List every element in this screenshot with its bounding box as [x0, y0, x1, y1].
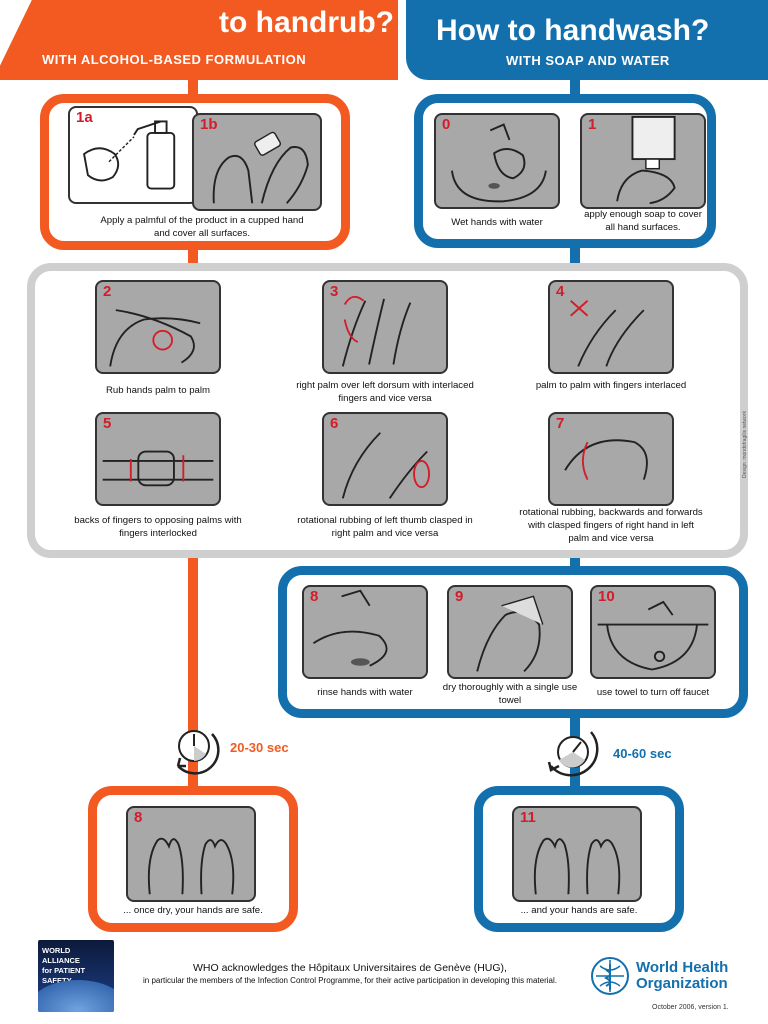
step-7-panel: 7 — [548, 412, 674, 506]
step-6-panel: 6 — [322, 412, 448, 506]
hand-rubbing-icon — [564, 439, 648, 481]
acknowledgement-line1: WHO acknowledges the Hôpitaux Universita… — [193, 962, 507, 974]
design-credit: Design: mondofragilis network — [742, 411, 748, 478]
step-3-panel: 3 — [322, 280, 448, 374]
hand-rubbing-icon — [341, 432, 430, 499]
handwash-timer-icon — [547, 731, 599, 777]
cupped-hands-icon — [212, 131, 309, 204]
step-10-caption: use towel to turn off faucet — [596, 687, 710, 698]
step-number: 8 — [310, 588, 319, 605]
step-7-caption: rotational rubbing, backwards and forwar… — [519, 507, 703, 544]
step-4-panel: 4 — [548, 280, 674, 374]
step-8-panel: 8 — [302, 585, 428, 679]
step-number: 9 — [455, 588, 464, 605]
handwash-banner — [406, 0, 768, 80]
dispenser-hand-icon — [83, 120, 176, 190]
step-1b-panel: 1b — [192, 113, 322, 211]
step-number: 7 — [556, 415, 565, 432]
handrub-title: to handrub? — [219, 6, 394, 39]
patient-safety-logo: WORLD ALLIANCE for PATIENT SAFETY — [38, 940, 114, 1012]
rinse-dry-icon — [476, 595, 544, 673]
handrub-step1-caption: Apply a palmful of the product in a cupp… — [100, 215, 304, 239]
version-date: October 2006, version 1. — [652, 1004, 729, 1011]
handwash-step0-caption: Wet hands with water — [451, 217, 543, 228]
step-number: 6 — [330, 415, 339, 432]
step-2-caption: Rub hands palm to palm — [106, 385, 210, 396]
step-number: 4 — [556, 283, 565, 300]
handwash-timer-label: 40-60 sec — [613, 746, 672, 761]
handwash-subtitle: WITH SOAP AND WATER — [506, 53, 670, 68]
hand-rubbing-icon — [570, 300, 645, 367]
step-0-panel: 0 — [434, 113, 560, 209]
hand-rubbing-icon — [341, 295, 412, 367]
handwash-step1-caption: apply enough soap to cover all hand surf… — [584, 209, 702, 233]
step-2-panel: 2 — [95, 280, 221, 374]
step-4-caption: palm to palm with fingers interlaced — [535, 380, 687, 391]
handwash-final-panel: 11 — [512, 806, 642, 902]
step-3-caption: right palm over left dorsum with interla… — [296, 380, 474, 404]
step-number: 5 — [103, 415, 112, 432]
step-number: 10 — [598, 588, 615, 605]
who-wordmark: World Health Organization — [636, 959, 729, 992]
handwash-final-caption: ... and your hands are safe. — [520, 905, 638, 916]
handrub-final-caption: ... once dry, your hands are safe. — [123, 905, 263, 916]
hand-rubbing-icon — [109, 309, 201, 367]
step-1a-panel: 1a — [68, 106, 198, 204]
who-emblem-icon — [591, 957, 629, 995]
safe-hands-icon — [147, 837, 235, 895]
step-9-panel: 9 — [447, 585, 573, 679]
step-number: 2 — [103, 283, 112, 300]
hand-rubbing-icon — [102, 450, 214, 487]
step-10-panel: 10 — [590, 585, 716, 679]
step-8-caption: rinse hands with water — [317, 687, 413, 698]
handrub-timer-icon — [176, 730, 220, 775]
handrub-final-panel: 8 — [126, 806, 256, 902]
handrub-subtitle: WITH ALCOHOL-BASED FORMULATION — [42, 52, 307, 67]
safe-hands-icon — [533, 837, 621, 895]
handrub-timer-label: 20-30 sec — [230, 740, 289, 755]
handwash-step1-panel: 1 — [580, 113, 706, 209]
step-5-panel: 5 — [95, 412, 221, 506]
handrub-banner — [0, 0, 398, 80]
rinse-dry-icon — [597, 600, 709, 671]
step-5-caption: backs of fingers to opposing palms with … — [74, 515, 242, 539]
handwash-title: How to handwash? — [436, 14, 710, 47]
step-6-caption: rotational rubbing of left thumb clasped… — [297, 515, 473, 539]
soap-dispenser-icon — [616, 115, 676, 205]
wet-hands-faucet-icon — [451, 123, 547, 203]
step-number: 3 — [330, 283, 339, 300]
acknowledgement-line2: in particular the members of the Infecti… — [143, 976, 557, 985]
rinse-dry-icon — [312, 589, 388, 667]
step-9-caption: dry thoroughly with a single use towel — [442, 682, 578, 706]
